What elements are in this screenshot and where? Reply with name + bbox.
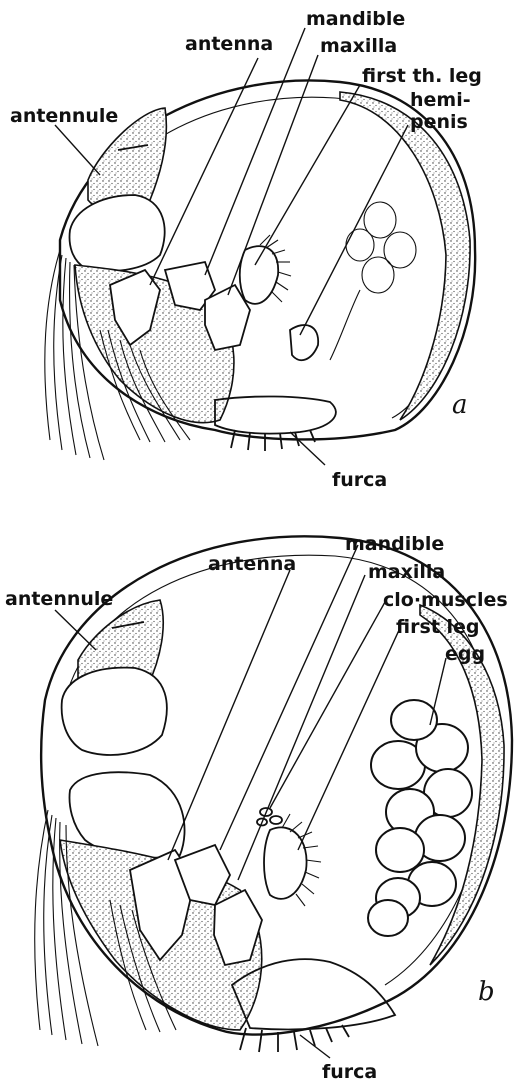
panel-b: mandible maxilla antenna clo·muscles fir… bbox=[5, 533, 512, 1083]
label-antennule-b: antennule bbox=[5, 588, 113, 610]
label-furca-a: furca bbox=[332, 469, 387, 491]
leader-furca-b bbox=[300, 1035, 330, 1058]
panel-label-b: b bbox=[478, 977, 495, 1007]
leader-antennule-a bbox=[55, 125, 100, 175]
label-mandible-b: mandible bbox=[345, 533, 444, 555]
panel-label-a: a bbox=[452, 390, 468, 420]
label-antennule-a: antennule bbox=[10, 105, 118, 127]
panel-a: mandible maxilla antenna first th. leg h… bbox=[10, 8, 482, 491]
label-antenna-a: antenna bbox=[185, 33, 273, 55]
label-first-th-leg-a: first th. leg bbox=[362, 65, 482, 87]
label-egg-b: egg bbox=[445, 643, 485, 665]
antenna-base-b bbox=[62, 668, 167, 755]
label-mandible-a: mandible bbox=[306, 8, 405, 30]
label-hemipenis-line1-a: hemi- bbox=[410, 89, 471, 111]
label-clo-muscles-b: clo·muscles bbox=[383, 589, 508, 611]
label-furca-b: furca bbox=[322, 1061, 377, 1083]
label-antenna-b: antenna bbox=[208, 553, 296, 575]
label-first-leg-b: first leg bbox=[396, 616, 479, 638]
label-maxilla-a: maxilla bbox=[320, 35, 397, 57]
label-maxilla-b: maxilla bbox=[368, 561, 445, 583]
label-hemipenis-line2-a: penis bbox=[410, 111, 468, 133]
